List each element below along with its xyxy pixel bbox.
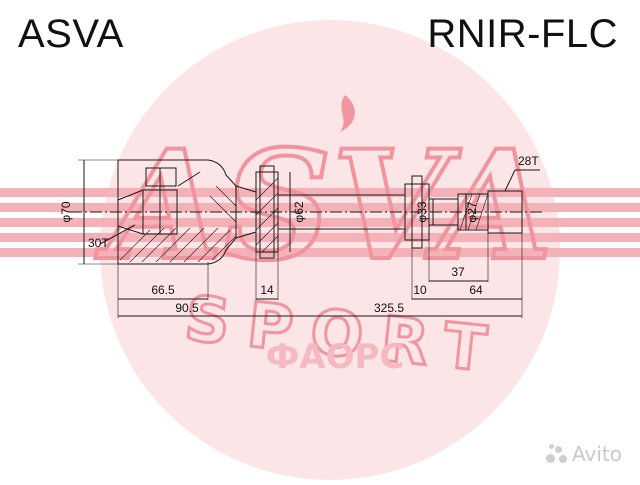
watermark-sticker-text: ФАОРС: [266, 337, 405, 377]
label-dim-10: 10: [413, 283, 427, 297]
site-mark-text: Avito: [572, 442, 622, 466]
label-28t: 28T: [518, 154, 539, 168]
dimension-labels: φ70 30T φ62 φ33 φ27 28T 66.5 90.5 14 325…: [59, 154, 539, 315]
boot-collar: [255, 171, 279, 253]
label-diameter-62: φ62: [292, 201, 306, 222]
damper-ring-flange: [411, 175, 423, 249]
inner-line-lower: [117, 225, 144, 235]
label-dim-66-5: 66.5: [151, 283, 175, 297]
extension-lines: [117, 233, 523, 318]
brand-watermark: ASVA SPORT ФАОРС: [0, 20, 640, 480]
cv-joint-drawing: [70, 159, 545, 318]
label-diameter-33: φ33: [415, 201, 429, 222]
housing-hatch: [119, 185, 237, 263]
label-dim-64: 64: [469, 283, 483, 297]
site-watermark: Avito: [546, 442, 622, 466]
roller-spider-arm: [177, 171, 201, 187]
damper-ring: [404, 183, 430, 241]
label-diameter-70: φ70: [59, 201, 73, 222]
label-diameter-27: φ27: [465, 201, 479, 222]
label-dim-37: 37: [451, 265, 465, 279]
label-dim-14: 14: [260, 283, 274, 297]
brand-title: ASVA: [18, 12, 124, 56]
watermark-logo-text: ASVA: [95, 118, 553, 294]
part-number: RNIR-FLC: [427, 12, 618, 56]
avito-dots-icon: [546, 444, 568, 464]
watermark-stripes: [0, 188, 640, 257]
label-dim-325-5: 325.5: [374, 301, 404, 315]
label-dim-90-5: 90.5: [175, 301, 199, 315]
inner-line-upper: [117, 189, 144, 201]
leader-28t: [504, 169, 516, 192]
collar-hatch: [255, 177, 279, 253]
tripod-roller-top: [145, 167, 177, 187]
leader-30t: [99, 224, 136, 245]
watermark-flame-icon: [340, 95, 355, 132]
label-30t: 30T: [88, 236, 109, 250]
